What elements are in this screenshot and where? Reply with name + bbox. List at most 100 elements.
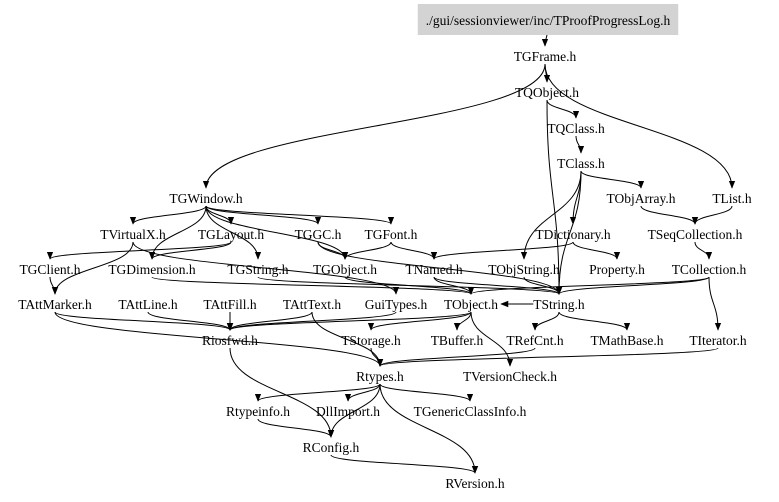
node-tnamed[interactable]: TNamed.h (405, 262, 463, 277)
root-node-box (417, 4, 679, 35)
edge-tstring-to-trefcnt (531, 311, 560, 331)
node-label: TObjString.h (488, 262, 560, 277)
node-label: Property.h (589, 262, 645, 277)
node-tseqcollection[interactable]: TSeqCollection.h (648, 227, 743, 242)
node-label: TSeqCollection.h (648, 227, 743, 242)
node-tattline[interactable]: TAttLine.h (118, 297, 178, 312)
node-label: TAttMarker.h (18, 297, 92, 312)
node-label: TGLayout.h (198, 227, 265, 242)
node-label: TNamed.h (405, 262, 463, 277)
node-label: ./gui/sessionviewer/inc/TProofProgressLo… (426, 13, 671, 28)
node-guitypes[interactable]: GuiTypes.h (365, 297, 428, 312)
node-tvirtualx[interactable]: TVirtualX.h (100, 227, 166, 242)
edge-tdictionary-to-tnamed (430, 241, 574, 260)
node-label: TCollection.h (672, 262, 747, 277)
edge-tgwindow-to-tgfont (205, 205, 395, 225)
node-tgenericclassinfo[interactable]: TGenericClassInfo.h (414, 404, 527, 419)
node-rconfig[interactable]: RConfig.h (303, 440, 360, 455)
node-rtypeinfo[interactable]: Rtypeinfo.h (226, 404, 290, 419)
node-tggc[interactable]: TGGC.h (295, 227, 342, 242)
edge-tatttext-to-rtypes (311, 311, 384, 367)
node-tbuffer[interactable]: TBuffer.h (431, 333, 484, 348)
node-tstring[interactable]: TString.h (533, 297, 585, 312)
node-tgclient[interactable]: TGClient.h (19, 262, 80, 277)
node-label: TGObject.h (313, 262, 377, 277)
edge-tgframe-to-tlist (544, 63, 736, 189)
edge-tcollection-to-titerator (708, 276, 722, 331)
edge-tqclass-to-tclass (575, 135, 585, 154)
edge-tnamed-to-tstring (433, 276, 563, 295)
node-label: TAttFill.h (203, 297, 257, 312)
node-label: TGClient.h (19, 262, 80, 277)
node-tgobject[interactable]: TGObject.h (313, 262, 377, 277)
edge-tatttext-to-riosfwd (226, 311, 313, 331)
node-tobjstring[interactable]: TObjString.h (488, 262, 560, 277)
edge-tattmarker-to-riosfwd (54, 311, 234, 331)
node-property[interactable]: Property.h (589, 262, 645, 277)
node-label: TList.h (712, 191, 752, 206)
node-label: TStorage.h (341, 333, 401, 348)
edge-rtypes-to-tgenericclassinfo (379, 383, 474, 402)
edges-layer (46, 27, 736, 474)
node-label: TAttLine.h (118, 297, 178, 312)
edge-tgframe-to-tgwindow (202, 63, 546, 189)
node-tgwindow[interactable]: TGWindow.h (169, 191, 242, 206)
node-label: Rtypes.h (356, 369, 404, 384)
node-label: TQObject.h (515, 85, 579, 100)
node-tgstring[interactable]: TGString.h (227, 262, 288, 277)
node-rversion[interactable]: RVersion.h (445, 476, 505, 491)
edge-titerator-to-rtypes (377, 347, 719, 367)
node-label: TClass.h (557, 156, 605, 171)
node-label: TGFrame.h (514, 49, 577, 64)
node-tatttext[interactable]: TAttText.h (283, 297, 342, 312)
node-label: TObject.h (444, 297, 498, 312)
node-tglayout[interactable]: TGLayout.h (198, 227, 265, 242)
node-tqobject[interactable]: TQObject.h (515, 85, 579, 100)
edge-tlist-to-tseqcollection (691, 205, 733, 225)
edge-tobject-to-tversioncheck (470, 311, 514, 367)
node-tcollection[interactable]: TCollection.h (672, 262, 747, 277)
node-label: TIterator.h (689, 333, 747, 348)
node-tqclass[interactable]: TQClass.h (547, 121, 605, 136)
node-riosfwd[interactable]: Riosfwd.h (202, 333, 258, 348)
node-tversioncheck[interactable]: TVersionCheck.h (463, 369, 557, 384)
root-node[interactable]: ./gui/sessionviewer/inc/TProofProgressLo… (417, 4, 679, 35)
edge-rtypes-to-rconfig (327, 383, 381, 438)
edge-tgobject-to-tobject (344, 276, 475, 295)
node-tlist[interactable]: TList.h (712, 191, 752, 206)
edge-tobject-to-tstorage (367, 311, 472, 331)
edge-tattline-to-riosfwd (147, 311, 234, 331)
edge-tgfont-to-tgobject (341, 241, 392, 260)
node-tobject[interactable]: TObject.h (444, 297, 498, 312)
edge-rtypes-to-dllimport (344, 383, 381, 402)
node-tdictionary[interactable]: TDictionary.h (535, 227, 610, 242)
node-tgframe[interactable]: TGFrame.h (514, 49, 577, 64)
node-tmathbase[interactable]: TMathBase.h (590, 333, 663, 348)
node-tobjarray[interactable]: TObjArray.h (607, 191, 676, 206)
node-tattmarker[interactable]: TAttMarker.h (18, 297, 92, 312)
node-label: RVersion.h (445, 476, 505, 491)
node-titerator[interactable]: TIterator.h (689, 333, 747, 348)
edge-tstring-to-tmathbase (558, 311, 631, 331)
node-rtypes[interactable]: Rtypes.h (356, 369, 404, 384)
edge-tobject-to-tbuffer (453, 311, 472, 331)
edge-tglayout-to-tgdimension (148, 241, 232, 260)
node-label: TDictionary.h (535, 227, 610, 242)
edge-tseqcollection-to-tcollection (694, 241, 713, 260)
node-tattfill[interactable]: TAttFill.h (203, 297, 257, 312)
node-label: TQClass.h (547, 121, 605, 136)
node-label: Rtypeinfo.h (226, 404, 290, 419)
node-tclass[interactable]: TClass.h (557, 156, 605, 171)
node-tgfont[interactable]: TGFont.h (365, 227, 418, 242)
node-label: TGGC.h (295, 227, 342, 242)
node-tstorage[interactable]: TStorage.h (341, 333, 401, 348)
edge-rconfig-to-rversion (330, 454, 479, 474)
edge-tgwindow-to-tvirtualx (129, 205, 207, 225)
node-tgdimension[interactable]: TGDimension.h (108, 262, 196, 277)
edge-tqobject-to-tqclass (546, 99, 580, 119)
node-trefcnt[interactable]: TRefCnt.h (506, 333, 564, 348)
node-label: TBuffer.h (431, 333, 484, 348)
nodes-layer: ./gui/sessionviewer/inc/TProofProgressLo… (18, 4, 752, 491)
node-dllimport[interactable]: DllImport.h (316, 404, 380, 419)
